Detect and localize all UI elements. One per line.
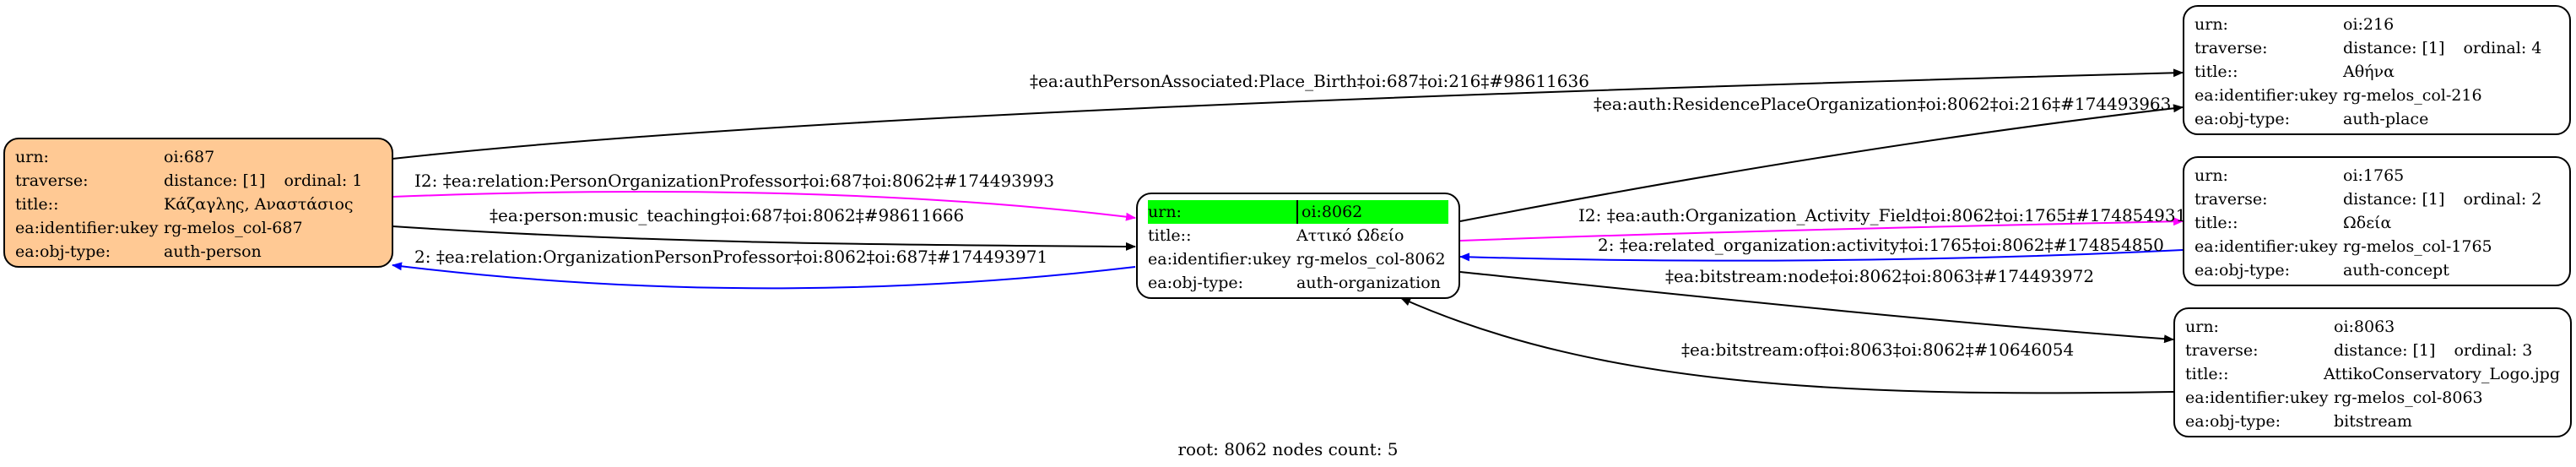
edge-activity-field bbox=[1459, 217, 2184, 242]
obj-type-value: auth-place bbox=[2343, 110, 2429, 128]
title-label: title:: bbox=[2185, 365, 2229, 383]
edge-birth-label: ‡ea:authPersonAssociated:Place_Birth‡oi:… bbox=[1030, 71, 1589, 91]
obj-type-label: ea:obj-type: bbox=[1148, 274, 1244, 292]
traverse-label: traverse: bbox=[2194, 190, 2268, 209]
urn-value: oi:8063 bbox=[2334, 318, 2395, 336]
urn-value: oi:8062 bbox=[1302, 203, 1363, 221]
urn-label: urn: bbox=[2194, 15, 2228, 34]
obj-type-label: ea:obj-type: bbox=[2194, 261, 2291, 280]
obj-type-value: auth-person bbox=[164, 242, 262, 261]
ordinal-value: ordinal: 4 bbox=[2463, 39, 2542, 57]
identifier-label: ea:identifier:ukey bbox=[2185, 388, 2329, 407]
identifier-value: rg-melos_col-8063 bbox=[2334, 388, 2483, 407]
node-oi-8063[interactable]: urn: oi:8063 traverse: distance: [1] ordina… bbox=[2173, 307, 2572, 437]
obj-type-label: ea:obj-type: bbox=[2185, 412, 2281, 431]
graph-footer: root: 8062 nodes count: 5 bbox=[1177, 439, 1399, 459]
title-value: Ωδεία bbox=[2343, 214, 2392, 232]
edge-bitstream-of-label: ‡ea:bitstream:of‡oi:8063‡oi:8062‡#106460… bbox=[1681, 339, 2074, 360]
obj-type-label: ea:obj-type: bbox=[15, 242, 111, 261]
edge-org-person-professor bbox=[392, 262, 1136, 290]
traverse-label: traverse: bbox=[15, 171, 89, 190]
edge-bitstream-node-label: ‡ea:bitstream:node‡oi:8062‡oi:8063‡#1744… bbox=[1665, 266, 2094, 286]
urn-label: urn: bbox=[1148, 200, 1298, 224]
ordinal-value: ordinal: 2 bbox=[2463, 190, 2542, 209]
edge-related-organization bbox=[1459, 249, 2184, 262]
edge-music-teaching-label: ‡ea:person:music_teaching‡oi:687‡oi:8062… bbox=[490, 205, 964, 225]
obj-type-value: auth-concept bbox=[2343, 261, 2449, 280]
traverse-label: traverse: bbox=[2185, 341, 2259, 360]
traverse-value: distance: [1] bbox=[2343, 39, 2445, 57]
edge-activity-field-label: I2: ‡ea:auth:Organization_Activity_Field… bbox=[1578, 205, 2186, 225]
edge-music-teaching bbox=[392, 225, 1136, 251]
node-oi-687[interactable]: urn: oi:687 traverse: distance: [1] ordinal… bbox=[3, 138, 393, 268]
identifier-label: ea:identifier:ukey bbox=[2194, 237, 2338, 256]
urn-label: urn: bbox=[2185, 318, 2219, 336]
edge-bitstream-of bbox=[1400, 297, 2174, 394]
urn-label: urn: bbox=[2194, 166, 2228, 185]
identifier-value: rg-melos_col-8062 bbox=[1296, 250, 1446, 269]
node-oi-1765[interactable]: urn: oi:1765 traverse: distance: [1] ordina… bbox=[2183, 156, 2571, 286]
traverse-label: traverse: bbox=[2194, 39, 2268, 57]
urn-value: oi:1765 bbox=[2343, 166, 2405, 185]
urn-label: urn: bbox=[15, 148, 49, 166]
identifier-value: rg-melos_col-687 bbox=[164, 219, 303, 237]
edge-related-organization-label: 2: ‡ea:related_organization:activity‡oi:… bbox=[1598, 235, 2164, 255]
urn-value: oi:216 bbox=[2343, 15, 2395, 34]
traverse-value: distance: [1] bbox=[2343, 190, 2445, 209]
title-label: title:: bbox=[15, 195, 59, 214]
identifier-label: ea:identifier:ukey bbox=[2194, 86, 2338, 105]
title-value: Κάζαγλης, Αναστάσιος bbox=[164, 195, 354, 214]
obj-type-value: auth-organization bbox=[1296, 274, 1441, 292]
node-oi-216[interactable]: urn: oi:216 traverse: distance: [1] ordinal… bbox=[2183, 5, 2571, 135]
title-value: Αθήνα bbox=[2343, 62, 2395, 81]
title-label: title:: bbox=[2194, 62, 2238, 81]
edge-bitstream-node bbox=[1459, 271, 2174, 344]
traverse-value: distance: [1] bbox=[2334, 341, 2436, 360]
title-label: title:: bbox=[1148, 226, 1192, 245]
identifier-value: rg-melos_col-1765 bbox=[2343, 237, 2492, 256]
traverse-value: distance: [1] bbox=[164, 171, 266, 190]
obj-type-value: bitstream bbox=[2334, 412, 2412, 431]
obj-type-label: ea:obj-type: bbox=[2194, 110, 2291, 128]
edge-residence-label: ‡ea:auth:ResidencePlaceOrganization‡oi:8… bbox=[1594, 94, 2171, 114]
edge-org-person-professor-label: 2: ‡ea:relation:OrganizationPersonProfes… bbox=[414, 247, 1047, 267]
urn-row-highlight: urn:oi:8062 bbox=[1148, 200, 1448, 224]
identifier-value: rg-melos_col-216 bbox=[2343, 86, 2482, 105]
ordinal-value: ordinal: 3 bbox=[2454, 341, 2533, 360]
identifier-label: ea:identifier:ukey bbox=[15, 219, 159, 237]
edge-person-org-professor-label: I2: ‡ea:relation:PersonOrganizationProfe… bbox=[414, 171, 1054, 191]
node-oi-8062[interactable]: urn:oi:8062 title::Αττικό Ωδείο ea:ident… bbox=[1136, 193, 1460, 299]
identifier-label: ea:identifier:ukey bbox=[1148, 250, 1291, 269]
title-value: AttikoConservatory_Logo.jpg bbox=[2323, 365, 2560, 383]
title-value: Αττικό Ωδείο bbox=[1296, 226, 1404, 245]
title-label: title:: bbox=[2194, 214, 2238, 232]
edge-person-org-professor bbox=[392, 190, 1136, 221]
urn-value: oi:687 bbox=[164, 148, 215, 166]
edge-residence bbox=[1459, 104, 2184, 222]
ordinal-value: ordinal: 1 bbox=[284, 171, 363, 190]
edge-birth bbox=[392, 68, 2184, 160]
